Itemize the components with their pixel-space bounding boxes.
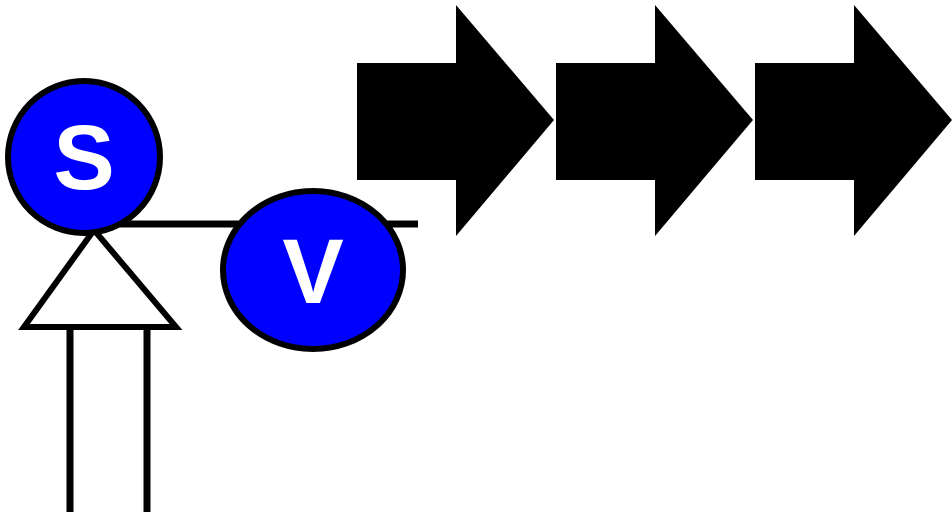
node-v: V bbox=[220, 188, 406, 352]
pedestal-triangle bbox=[18, 225, 183, 330]
node-s: S bbox=[5, 78, 163, 236]
node-v-ellipse bbox=[220, 188, 406, 352]
flow-arrow-2 bbox=[556, 5, 753, 236]
node-s-label: S bbox=[53, 107, 114, 209]
node-s-circle bbox=[5, 78, 163, 236]
flow-arrow-3 bbox=[755, 5, 952, 236]
flow-arrow-1 bbox=[357, 5, 554, 236]
node-v-label: V bbox=[282, 221, 343, 323]
